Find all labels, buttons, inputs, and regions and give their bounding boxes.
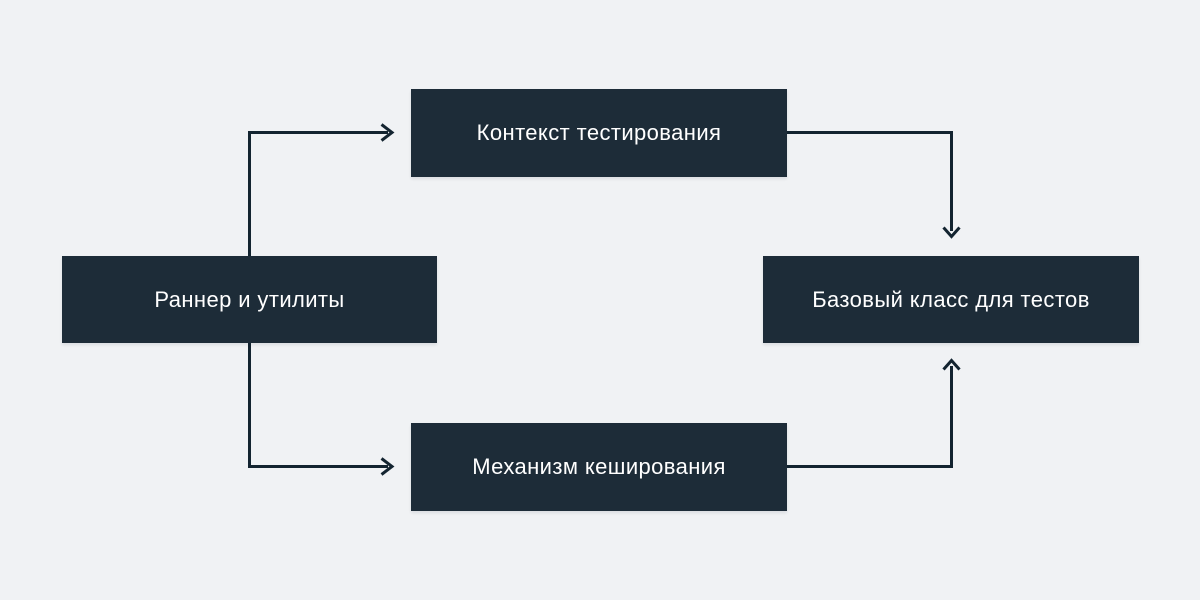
node-label: Раннер и утилиты bbox=[154, 286, 345, 312]
node-runner-utils: Раннер и утилиты bbox=[62, 256, 437, 343]
edge-context-to-base bbox=[787, 131, 961, 239]
node-caching-mechanism: Механизм кеширования bbox=[411, 423, 787, 511]
node-label: Контекст тестирования bbox=[476, 120, 722, 145]
edge-runner-to-context bbox=[248, 123, 395, 256]
arrowhead-right-icon bbox=[380, 123, 395, 142]
arrowhead-down-icon bbox=[942, 226, 961, 239]
node-label: Базовый класс для тестов bbox=[812, 286, 1090, 312]
edge-runner-to-cache bbox=[248, 343, 395, 476]
node-base-test-class: Базовый класс для тестов bbox=[763, 256, 1139, 343]
arrowhead-up-icon bbox=[942, 358, 961, 371]
node-test-context: Контекст тестирования bbox=[411, 89, 787, 177]
node-label: Механизм кеширования bbox=[472, 454, 726, 479]
arrowhead-right-icon bbox=[380, 457, 395, 476]
edge-cache-to-base bbox=[787, 358, 961, 468]
